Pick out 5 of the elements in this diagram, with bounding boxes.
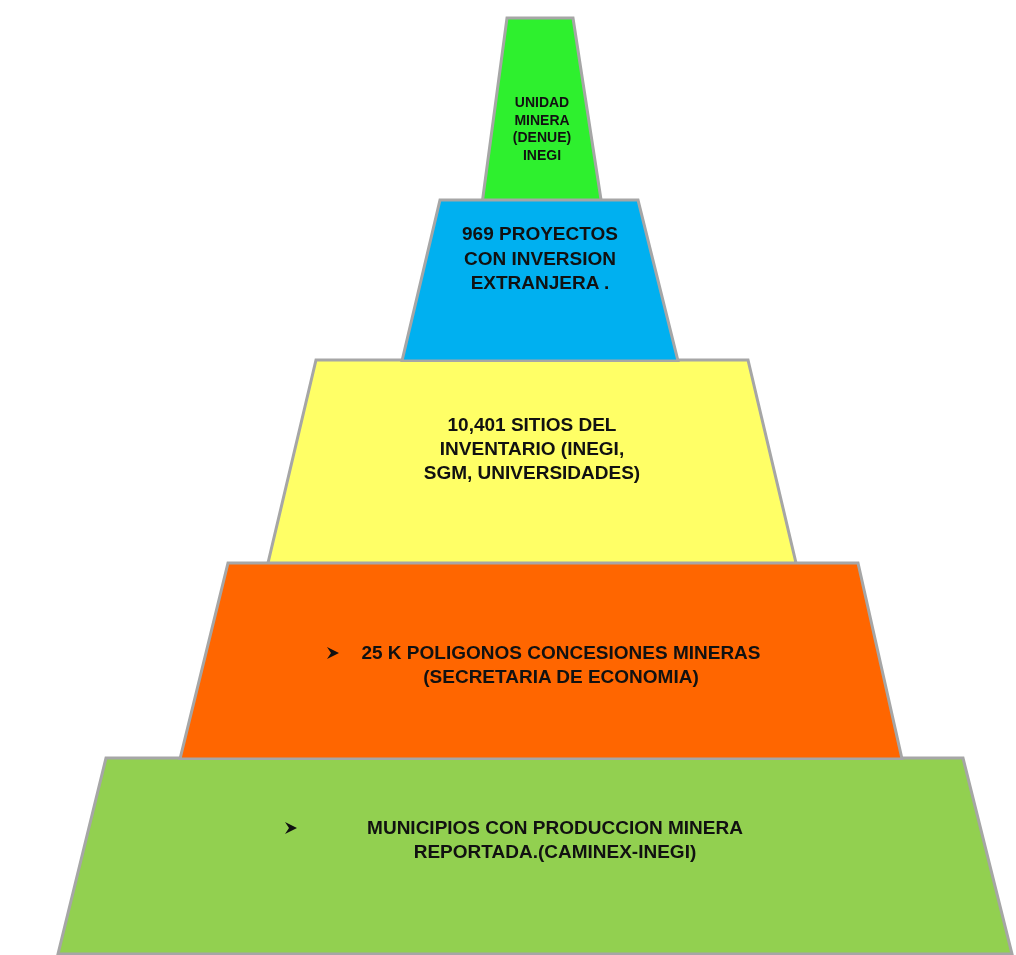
tier-label: MUNICIPIOS CON PRODUCCION MINERA REPORTADA.(CAMINEX-INEGI) — [367, 817, 743, 862]
tier-label: 10,401 SITIOS DEL INVENTARIO (INEGI, SGM, UNIVERSIDADES) — [423, 414, 641, 483]
tier-label: 25 K POLIGONOS CONCESIONES MINERAS (SECRETARIA DE ECONOMIA) — [361, 642, 761, 687]
tier-label: UNIDAD MINERA (DENUE) INEGI — [512, 94, 572, 163]
tier-label: 969 PROYECTOS CON INVERSION EXTRANJERA . — [462, 223, 618, 294]
